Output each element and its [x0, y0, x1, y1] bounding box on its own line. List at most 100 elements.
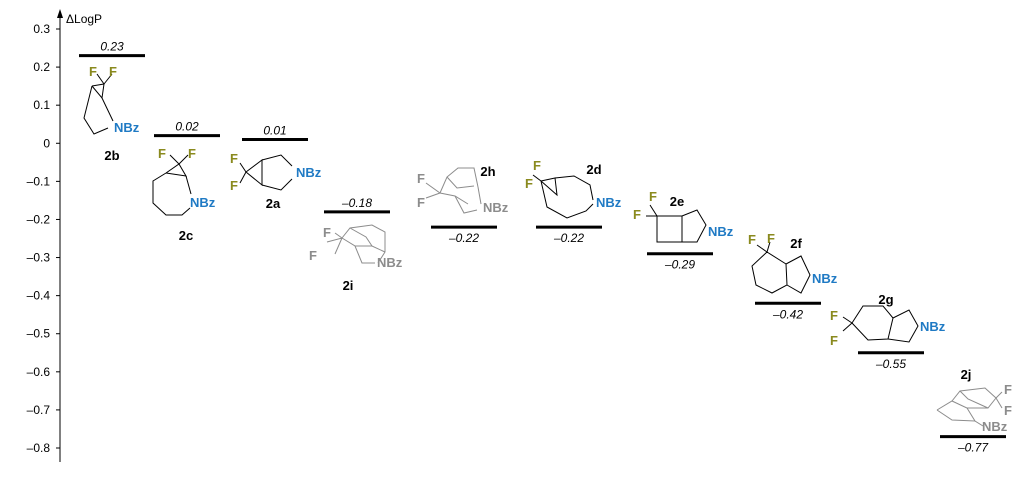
bond: [936, 400, 984, 427]
bond: [540, 177, 558, 197]
fluorine-atom: F: [158, 146, 166, 161]
y-ticks: 0.30.20.10–0.1–0.2–0.3–0.4–0.5–0.6–0.7–0…: [27, 22, 60, 455]
fluorine-atom: F: [830, 308, 838, 323]
bond: [334, 237, 343, 255]
nbz-group: NBz: [596, 195, 622, 210]
fluorine-atom: F: [230, 151, 238, 166]
y-tick-label: –0.4: [27, 289, 51, 303]
bond: [540, 180, 594, 219]
y-tick-label: 0.2: [33, 60, 50, 74]
bond: [681, 209, 707, 243]
y-tick-label: –0.6: [27, 365, 51, 379]
compound-label-2h: 2h: [480, 164, 495, 179]
bond: [887, 309, 919, 343]
bond: [756, 244, 768, 253]
value-label-2c: 0.02: [175, 120, 199, 134]
fluorine-atom: F: [830, 333, 838, 348]
bond: [959, 390, 989, 409]
compound-label-2j: 2j: [961, 367, 972, 382]
bond: [334, 232, 343, 239]
bond: [349, 227, 373, 247]
bond: [91, 83, 105, 100]
y-tick-label: 0: [43, 136, 50, 150]
y-tick-label: –0.1: [27, 174, 51, 188]
value-label-2a: 0.01: [263, 123, 286, 137]
structure-2g: FF NBz: [830, 305, 946, 348]
fluorine-atom: F: [525, 176, 533, 191]
bond: [169, 154, 180, 165]
compound-label-2c: 2c: [179, 228, 193, 243]
bond: [341, 224, 386, 264]
bond: [751, 251, 788, 294]
fluorine-atom: F: [633, 207, 641, 222]
fluorine-atom: F: [1004, 403, 1012, 418]
nbz-group: NBz: [920, 319, 946, 334]
bond: [842, 322, 853, 332]
nbz-group: NBz: [812, 271, 838, 286]
nbz-group: NBz: [982, 419, 1008, 434]
compound-label-2g: 2g: [878, 292, 893, 307]
bond: [101, 97, 114, 122]
value-label-2j: –0.77: [957, 441, 989, 455]
bond: [454, 195, 478, 214]
bond: [165, 163, 187, 177]
bond: [766, 241, 771, 253]
bond: [649, 204, 658, 217]
bond: [656, 215, 683, 243]
value-label-2b: 0.23: [100, 40, 124, 54]
nbz-group: NBz: [190, 195, 216, 210]
bond: [261, 154, 293, 167]
bond: [261, 178, 293, 191]
fluorine-atom: F: [230, 178, 238, 193]
fluorine-atom: F: [109, 64, 117, 79]
fluorine-atom: F: [417, 171, 425, 186]
compound-label-2d: 2d: [586, 162, 601, 177]
bond: [178, 154, 189, 165]
bond: [239, 162, 247, 173]
value-label-2h: –0.22: [448, 231, 479, 245]
fluorine-atom: F: [89, 64, 97, 79]
bond: [355, 245, 386, 253]
bond: [842, 316, 853, 324]
value-label-2f: –0.42: [772, 307, 803, 321]
compound-label-2f: 2f: [790, 236, 802, 251]
bond: [967, 397, 997, 409]
fluorine-atom: F: [309, 248, 317, 263]
bond: [785, 255, 811, 294]
bond: [446, 176, 475, 189]
bond: [995, 397, 1003, 409]
bond: [326, 237, 375, 264]
structure-2h: FF NBz: [417, 167, 509, 215]
bond: [936, 409, 976, 422]
nbz-group: NBz: [708, 224, 734, 239]
y-tick-label: –0.5: [27, 327, 51, 341]
y-tick-label: –0.3: [27, 251, 51, 265]
y-tick-label: –0.8: [27, 441, 51, 455]
bond: [439, 167, 479, 194]
y-axis-arrow: [57, 9, 63, 18]
fluorine-atom: F: [417, 195, 425, 210]
nbz-group: NBz: [377, 255, 403, 270]
structure-2e: FF NBz: [633, 189, 734, 243]
bond: [851, 305, 894, 341]
y-tick-label: –0.7: [27, 403, 51, 417]
nbz-group: NBz: [483, 200, 509, 215]
bond: [96, 73, 105, 85]
bond: [554, 175, 594, 201]
compound-label-2a: 2a: [266, 196, 281, 211]
bond: [477, 186, 482, 205]
fluorine-atom: F: [649, 189, 657, 204]
level-bars: [79, 54, 1006, 439]
bond: [83, 85, 109, 135]
value-label-2g: –0.55: [875, 357, 906, 371]
bond: [951, 387, 997, 402]
